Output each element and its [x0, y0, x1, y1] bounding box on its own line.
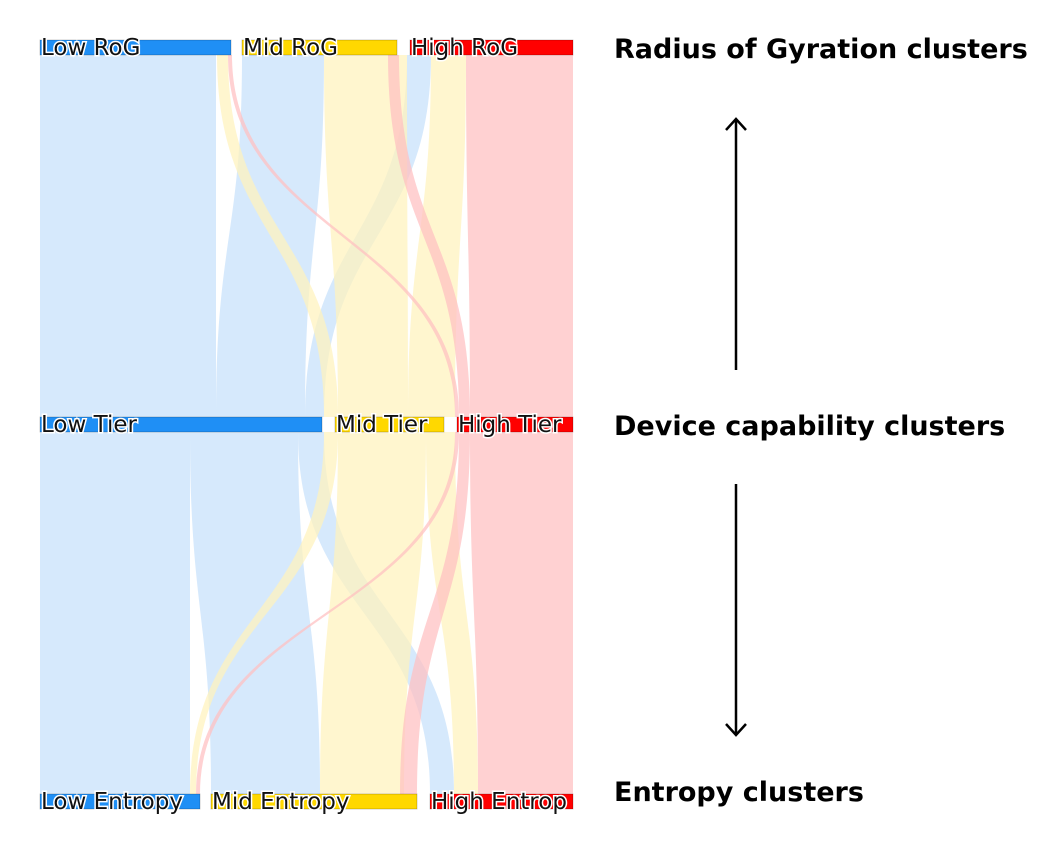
flow-mid-tier-to-low-entropy: [190, 432, 338, 794]
flow-low-tier-to-low-entropy: [40, 432, 190, 794]
node-label-mid-tier: Mid Tier: [336, 412, 428, 438]
node-label-mid-rog: Mid RoG: [243, 35, 338, 61]
node-label-low-tier: Low Tier: [41, 412, 137, 438]
node-bar-low-entropy[interactable]: [39, 793, 201, 810]
node-label-low-entropy: Low Entropy: [41, 789, 183, 815]
flow-low-tier-to-low-rog: [40, 55, 216, 417]
flow-high-tier-to-low-rog: [228, 55, 459, 417]
node-label-high-tier: High Tier: [458, 412, 562, 438]
node-bar-high-entropy[interactable]: [429, 793, 574, 810]
flow-high-tier-to-low-entropy: [196, 432, 459, 794]
node-bar-low-tier[interactable]: [39, 416, 323, 433]
node-label-low-rog: Low RoG: [41, 35, 140, 61]
node-bar-high-tier[interactable]: [456, 416, 574, 433]
flow-high-tier-to-high-entropy: [470, 432, 573, 794]
flow-mid-tier-to-high-entropy: [426, 432, 478, 794]
node-label-high-entropy: High Entrop: [431, 789, 567, 815]
flow-mid-tier-to-mid-entropy: [320, 432, 426, 794]
entropy-level-label: Entropy clusters: [614, 777, 864, 808]
flow-low-tier-to-mid-entropy: [190, 432, 320, 794]
flow-ribbons: [40, 55, 573, 794]
flow-high-tier-to-mid-rog: [388, 55, 470, 417]
node-bar-mid-rog[interactable]: [241, 39, 398, 56]
flow-high-tier-to-high-rog: [466, 55, 573, 417]
device-level-label: Device capability clusters: [614, 411, 1006, 442]
flow-mid-tier-to-mid-rog: [324, 55, 408, 417]
node-bar-low-rog[interactable]: [39, 39, 232, 56]
flow-mid-tier-to-low-rog: [217, 55, 338, 417]
node-label-mid-entropy: Mid Entropy: [212, 789, 350, 815]
node-label-high-rog: High RoG: [411, 35, 518, 61]
arrow-down-icon: [725, 484, 747, 737]
rog-level-label: Radius of Gyration clusters: [614, 34, 1028, 65]
flow-high-tier-to-mid-entropy: [400, 432, 470, 794]
node-bar-mid-entropy[interactable]: [210, 793, 418, 810]
arrow-up-icon: [725, 117, 747, 370]
node-bar-high-rog[interactable]: [409, 39, 574, 56]
node-bar-mid-tier[interactable]: [334, 416, 445, 433]
flow-low-tier-to-mid-rog: [216, 55, 324, 417]
